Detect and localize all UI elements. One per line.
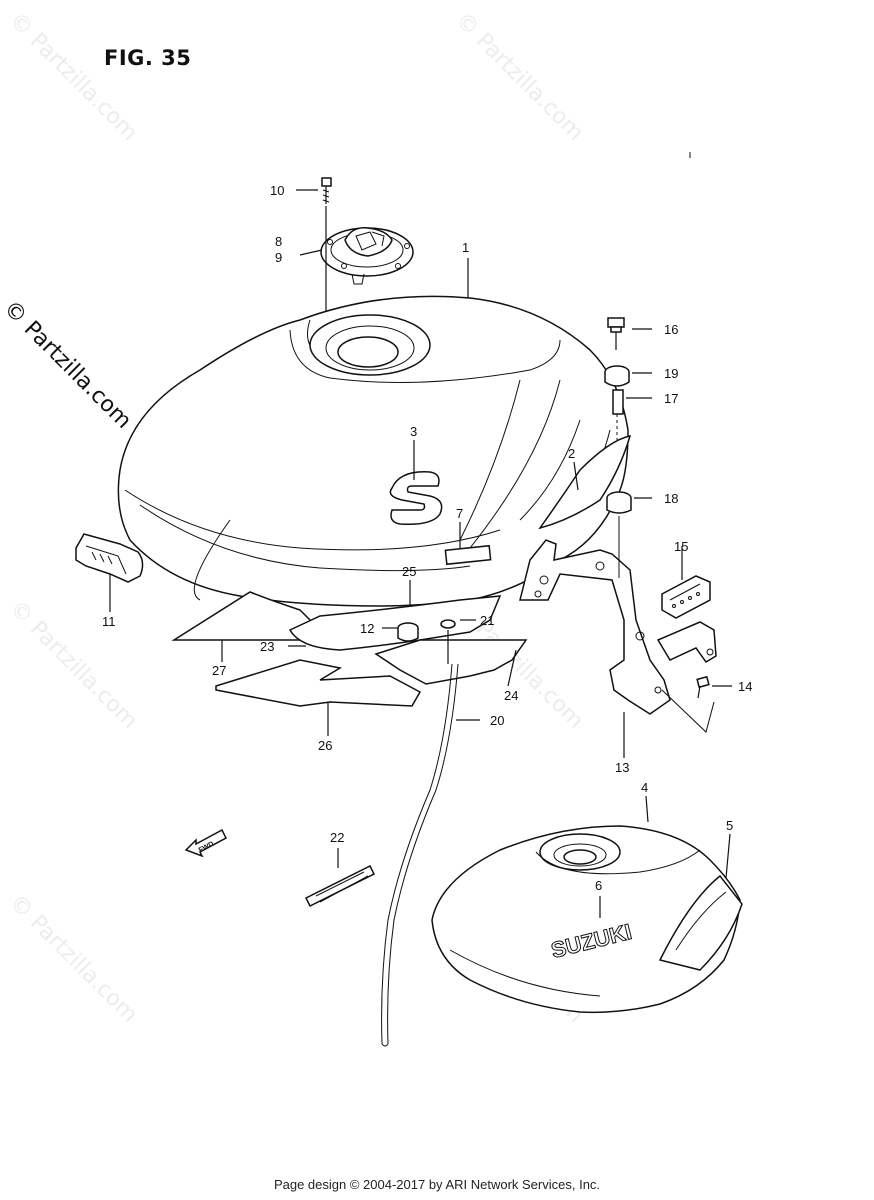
leader-line bbox=[661, 689, 715, 733]
sleeve-17-icon bbox=[612, 389, 624, 415]
callout-18: 18 bbox=[664, 491, 678, 506]
callout-14: 14 bbox=[738, 679, 752, 694]
callout-23: 23 bbox=[260, 639, 274, 654]
callout-5: 5 bbox=[726, 818, 733, 833]
fwd-arrow-icon: FWD bbox=[184, 828, 227, 858]
emblem-icon bbox=[389, 471, 443, 526]
callout-11: 11 bbox=[102, 614, 116, 629]
callout-21: 21 bbox=[480, 613, 494, 628]
side-trim-icon bbox=[538, 435, 632, 530]
callout-1: 1 bbox=[462, 240, 469, 255]
bracket-icon bbox=[519, 539, 717, 715]
leader-lines bbox=[109, 189, 732, 918]
callout-2: 2 bbox=[568, 446, 575, 461]
page-footer: Page design © 2004-2017 by ARI Network S… bbox=[273, 1177, 601, 1192]
connector-icon bbox=[661, 575, 711, 619]
callout-4: 4 bbox=[641, 780, 648, 795]
callout-8: 8 bbox=[275, 234, 282, 249]
callout-6: 6 bbox=[595, 878, 602, 893]
callout-7: 7 bbox=[456, 506, 463, 521]
bolt-10-icon bbox=[321, 177, 332, 204]
bolt-16-icon bbox=[607, 317, 625, 350]
washer-icon bbox=[440, 619, 456, 629]
callout-labels: 1 2 3 4 5 6 7 8 9 10 11 12 13 14 15 16 1… bbox=[102, 183, 752, 893]
callout-15: 15 bbox=[674, 539, 688, 554]
callout-9: 9 bbox=[275, 250, 282, 265]
callout-20: 20 bbox=[490, 713, 504, 728]
second-fuel-tank-icon bbox=[431, 825, 743, 1014]
fuel-cap-icon bbox=[320, 227, 414, 285]
callout-22: 22 bbox=[330, 830, 344, 845]
cushion-18-icon bbox=[606, 491, 632, 514]
callout-19: 19 bbox=[664, 366, 678, 381]
callout-25: 25 bbox=[402, 564, 416, 579]
callout-17: 17 bbox=[664, 391, 678, 406]
collar-19-icon bbox=[604, 365, 630, 387]
callout-12: 12 bbox=[360, 621, 374, 636]
callout-26: 26 bbox=[318, 738, 332, 753]
fuel-tank-icon bbox=[117, 295, 629, 607]
callout-16: 16 bbox=[664, 322, 678, 337]
callout-3: 3 bbox=[410, 424, 417, 439]
bolt-14-icon bbox=[696, 675, 710, 699]
callout-10: 10 bbox=[270, 183, 284, 198]
callout-27: 27 bbox=[212, 663, 226, 678]
grommet-icon bbox=[397, 622, 419, 642]
figure-title: FIG. 35 bbox=[104, 46, 192, 70]
strap-icon bbox=[304, 864, 376, 908]
label-icon bbox=[444, 544, 492, 566]
hose-icon bbox=[381, 663, 453, 1045]
callout-24: 24 bbox=[504, 688, 518, 703]
callout-13: 13 bbox=[615, 760, 629, 775]
tank-pad-icon bbox=[171, 591, 528, 707]
